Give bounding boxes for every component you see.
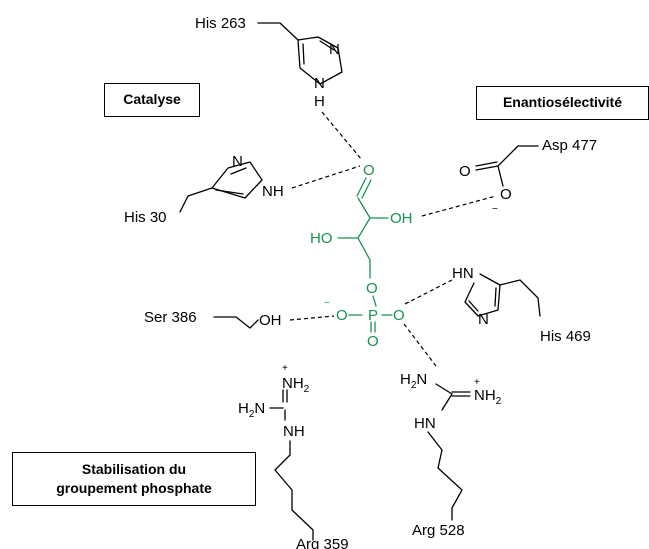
stabilisation-title-line1: Stabilisation du xyxy=(81,461,187,477)
his469-n: N xyxy=(478,311,489,328)
enantioselectivity-box: Enantiosélectivité xyxy=(476,86,649,120)
substrate-molecule: O OH HO O P O − O − O xyxy=(310,162,413,350)
asp477-charge: − xyxy=(492,204,498,215)
hbond-asp477 xyxy=(421,195,497,217)
his469-chain xyxy=(499,279,541,317)
stabilisation-title-line2: groupement phosphate xyxy=(56,480,212,496)
arg359-plus: + xyxy=(282,363,288,374)
his263-residue: His 263 N N H xyxy=(195,15,343,110)
his469-hn: HN xyxy=(452,265,474,282)
ser386-oh: OH xyxy=(259,312,282,329)
his469-label: His 469 xyxy=(540,328,591,345)
his263-ring xyxy=(297,36,343,85)
substrate-backbone xyxy=(357,197,371,279)
his263-n-top: N xyxy=(329,41,340,58)
arg528-chain xyxy=(427,431,463,521)
his469-residue: His 469 HN N xyxy=(452,265,591,345)
his263-h: H xyxy=(314,93,325,110)
arg528-label: Arg 528 xyxy=(412,522,465,539)
arg359-h2n: H2N xyxy=(238,400,265,420)
hbond-arg528 xyxy=(403,323,437,367)
hydrogen-bonds xyxy=(289,111,497,367)
ser386-residue: Ser 386 OH xyxy=(144,309,282,329)
substrate-po-bottom: O xyxy=(367,333,379,350)
his30-chain xyxy=(179,187,213,213)
asp477-label: Asp 477 xyxy=(542,137,597,154)
arg359-nh2-top: NH2 xyxy=(282,375,310,395)
his30-nh: NH xyxy=(262,183,284,200)
his30-label: His 30 xyxy=(124,209,167,226)
his263-chain xyxy=(257,22,299,41)
substrate-po-right-charge: − xyxy=(405,298,411,309)
his263-n-bottom: N xyxy=(314,75,325,92)
arg528-nh2: NH2 xyxy=(474,387,502,407)
hbond-his469 xyxy=(404,279,453,305)
ser386-chain xyxy=(213,316,259,329)
asp477-o-double: O xyxy=(459,163,471,180)
catalyse-title: Catalyse xyxy=(123,91,181,107)
substrate-po-left: O xyxy=(336,307,348,324)
arg359-chain xyxy=(274,440,314,541)
substrate-po-left-charge: − xyxy=(324,298,330,309)
his263-label: His 263 xyxy=(195,15,246,32)
asp477-o-minus: O xyxy=(500,186,512,203)
hbond-his263 xyxy=(321,111,363,161)
substrate-ho-left: HO xyxy=(310,230,333,247)
substrate-aldehyde-o: O xyxy=(363,162,375,179)
arg528-hn: HN xyxy=(414,415,436,432)
arg359-residue: + NH2 H2N NH Arg 359 xyxy=(238,363,349,549)
arg528-plus: + xyxy=(474,377,480,388)
arg528-h2n: H2N xyxy=(400,371,427,391)
arg528-residue: H2N + NH2 HN Arg 528 xyxy=(400,371,502,539)
substrate-bridge-o: O xyxy=(366,280,378,297)
phosphate-stabilisation-box: Stabilisation du groupement phosphate xyxy=(12,452,256,506)
arg359-nh: NH xyxy=(283,423,305,440)
hbond-ser386 xyxy=(289,315,335,321)
ser386-label: Ser 386 xyxy=(144,309,197,326)
his30-n: N xyxy=(232,153,243,170)
substrate-phosphorus: P xyxy=(368,307,378,324)
asp477-chain xyxy=(497,145,539,167)
asp477-residue: Asp 477 O O − xyxy=(459,137,597,215)
substrate-oh-right: OH xyxy=(390,210,413,227)
arg359-label: Arg 359 xyxy=(296,536,349,549)
enantioselectivity-title: Enantiosélectivité xyxy=(502,94,623,110)
his30-residue: His 30 N NH xyxy=(124,153,284,226)
his469-ring xyxy=(464,273,501,317)
catalyse-box: Catalyse xyxy=(104,83,200,117)
substrate-po-right: O xyxy=(393,307,405,324)
hbond-his30 xyxy=(291,165,361,189)
his30-ring xyxy=(211,161,263,199)
